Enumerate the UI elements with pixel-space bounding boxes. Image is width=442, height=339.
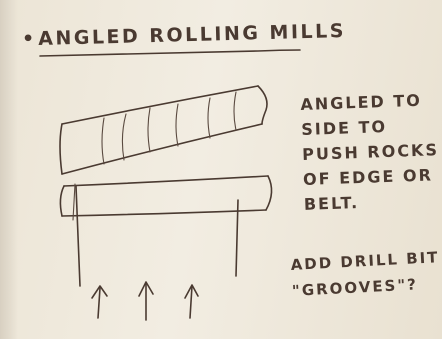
title-underline [40, 50, 300, 56]
up-arrow-2-icon [139, 282, 153, 320]
side-note: ANGLED TO SIDE TO PUSH ROCKS OF EDGE OR … [300, 87, 441, 217]
title-bullet: • [22, 30, 36, 49]
guide-line-left [76, 186, 80, 286]
side-note-line: OF EDGE OR [303, 162, 441, 192]
up-arrow-1-icon [92, 286, 107, 318]
side-note-line: ANGLED TO [300, 87, 438, 117]
side-note-line: BELT. [303, 187, 441, 217]
question-note: ADD DRILL BIT "GROOVES"? [290, 244, 441, 304]
angled-roller-top [60, 86, 267, 174]
horizontal-roller-bottom [60, 176, 271, 220]
up-arrow-3-icon [185, 285, 198, 318]
